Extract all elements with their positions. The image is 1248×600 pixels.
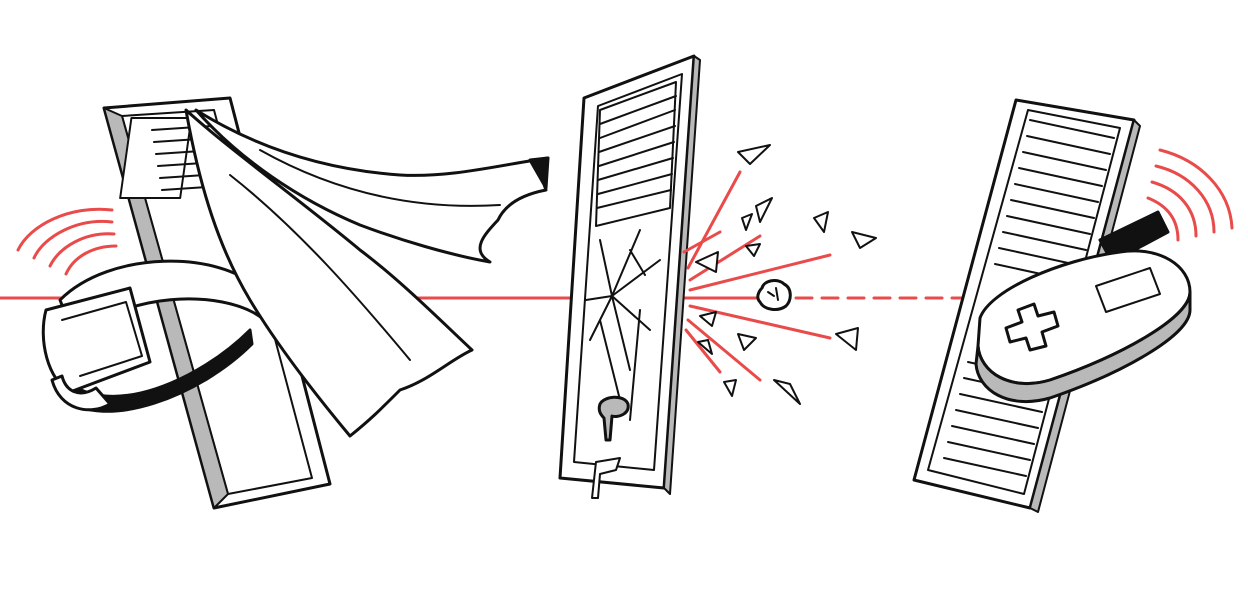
- glass-shards: [695, 144, 877, 405]
- medical-device-icon: [974, 210, 1192, 404]
- wifi-signal-icon: [1146, 148, 1234, 242]
- rock-icon: [756, 279, 792, 311]
- window-icon: [558, 54, 701, 499]
- right-window-group: [912, 98, 1234, 513]
- window-shutter: [943, 119, 1115, 477]
- left-window-group: [16, 96, 550, 510]
- liquid-drip: [591, 395, 630, 499]
- curtain-icon: [184, 108, 550, 438]
- broken-glass-icon: [585, 229, 661, 421]
- wifi-signal-icon: [16, 207, 118, 276]
- impact-lines: [682, 170, 832, 382]
- middle-window-group: [558, 54, 877, 499]
- window-shutter: [595, 81, 677, 227]
